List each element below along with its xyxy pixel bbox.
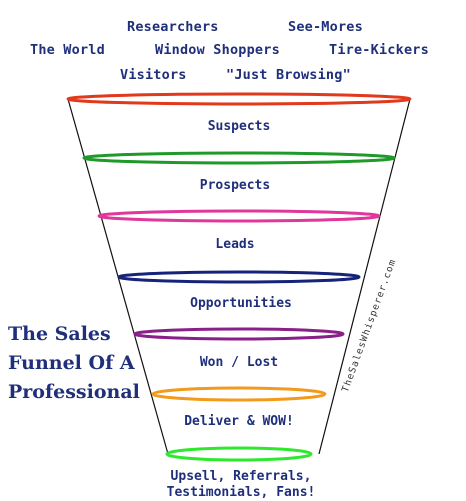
ring-deliver [165,446,313,462]
stage-label-opportunities: Opportunities [190,296,292,311]
word-researchers: Researchers [127,19,219,35]
word-visitors: Visitors [120,67,187,83]
stage-label-leads: Leads [215,237,255,252]
ring-won-lost [151,386,327,402]
stage-label-won-lost: Won / Lost [199,355,279,370]
diagram-title: The Sales Funnel Of A Professional [8,320,148,407]
ring-opportunities [133,327,345,341]
ring-the-world [66,92,412,106]
word-see-mores: See-Mores [288,19,363,35]
funnel-right-edge [318,98,411,455]
bottom-label: Upsell, Referrals, Testimonials, Fans! [167,469,316,501]
title-line1: The Sales [8,323,111,345]
title-line3: Professional [8,381,140,403]
ring-prospects [97,209,381,223]
title-line2: Funnel Of A [8,352,135,374]
word-window-shoppers: Window Shoppers [155,42,280,58]
word-the-world: The World [30,42,105,58]
bottom-label-line2: Testimonials, Fans! [166,485,316,500]
ring-leads [117,270,361,284]
stage-label-prospects: Prospects [199,178,271,193]
word-just-browsing: "Just Browsing" [226,67,351,83]
word-tire-kickers: Tire-Kickers [329,42,429,58]
bottom-label-line1: Upsell, Referrals, [170,469,312,484]
stage-label-deliver-wow: Deliver & WOW! [184,414,294,429]
ring-suspects [82,151,396,165]
stage-label-suspects: Suspects [207,119,271,134]
